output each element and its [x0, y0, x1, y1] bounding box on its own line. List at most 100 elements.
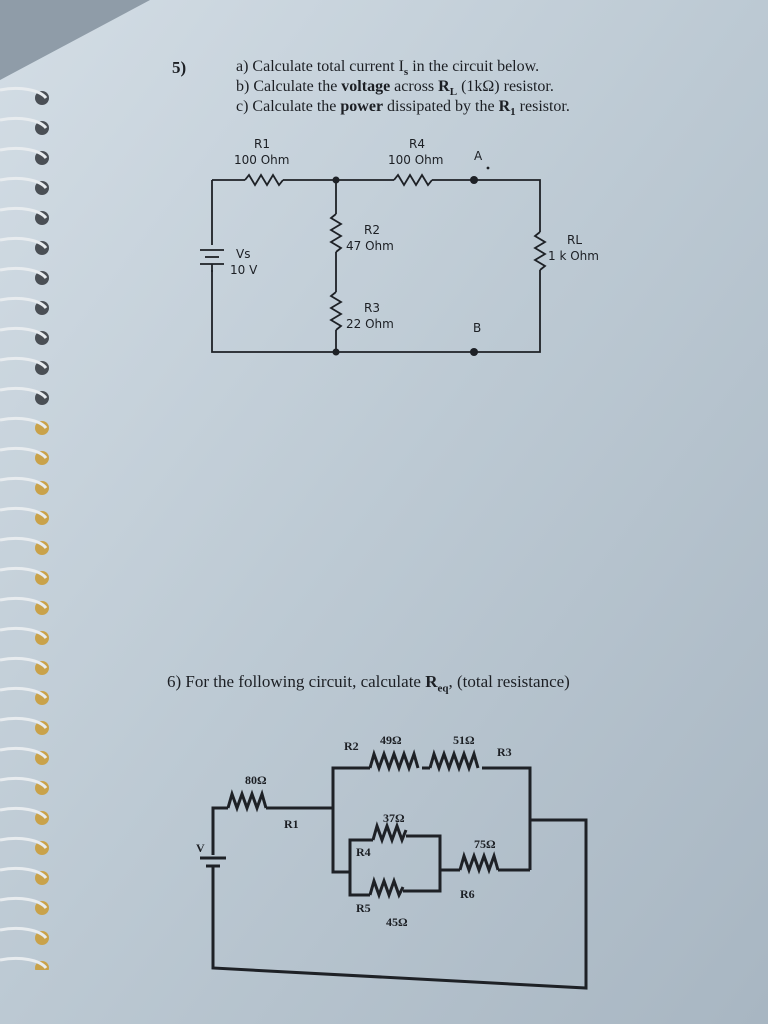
junction-dot-top [332, 176, 340, 184]
r5-resistor-6 [368, 876, 405, 900]
binding-hole [35, 901, 49, 915]
binding-hole [35, 511, 49, 525]
binding-hole [35, 421, 49, 435]
binding-coil [0, 686, 48, 700]
vs-value: 10 V [230, 263, 258, 277]
binding-hole [35, 811, 49, 825]
binding-coil [0, 206, 48, 220]
r5-value-6: 45Ω [386, 915, 408, 929]
binding-hole [35, 241, 49, 255]
binding-hole [35, 931, 49, 945]
binding-hole [35, 331, 49, 345]
binding-coil [0, 836, 48, 850]
problem-5-part-a: a) Calculate total current Is in the cir… [236, 58, 540, 79]
binding-hole [35, 721, 49, 735]
binding-hole [35, 361, 49, 375]
binding-hole [35, 301, 49, 315]
binding-coil [0, 866, 48, 880]
binding-coil [0, 626, 48, 640]
problem-6-statement: 6) For the following circuit, calculate … [167, 672, 570, 695]
binding-coil [0, 416, 48, 430]
binding-coil [0, 296, 48, 310]
binding-hole [35, 391, 49, 405]
spiral-binding [0, 86, 49, 970]
binding-coil [0, 536, 48, 550]
junction-dot-bottom [332, 348, 340, 356]
binding-coil [0, 956, 48, 970]
r3-resistor-6 [428, 749, 480, 773]
binding-hole [35, 661, 49, 675]
r6-label-6: R6 [460, 887, 475, 901]
binding-hole [35, 871, 49, 885]
r6-value-6: 75Ω [474, 837, 496, 851]
r3-resistor [329, 291, 343, 331]
binding-coil [0, 236, 48, 250]
binding-hole [35, 631, 49, 645]
node-a-label: A [474, 149, 483, 163]
binding-coil [0, 116, 48, 130]
r6-resistor-6 [458, 851, 500, 875]
binding-coil [0, 476, 48, 490]
r1-label-6: R1 [284, 817, 299, 831]
problem-5-number: 5) [172, 58, 187, 77]
binding-hole [35, 181, 49, 195]
r2-resistor [329, 213, 343, 253]
binding-hole [35, 541, 49, 555]
rl-name: RL [567, 233, 582, 247]
binding-coil [0, 566, 48, 580]
binding-hole [35, 211, 49, 225]
problem-5-part-c: c) Calculate the power dissipated by the… [236, 98, 570, 119]
node-b-dot [470, 348, 478, 356]
binding-hole [35, 481, 49, 495]
binding-coil [0, 386, 48, 400]
binding-hole [35, 781, 49, 795]
rl-value: 1 k Ohm [548, 249, 599, 263]
r2-value-6: 49Ω [380, 733, 402, 747]
r4-value-6: 37Ω [383, 811, 405, 825]
binding-hole [35, 91, 49, 105]
binding-coil [0, 776, 48, 790]
node-a-dot [470, 176, 478, 184]
binding-hole [35, 751, 49, 765]
binding-coil [0, 266, 48, 280]
r1-resistor-6 [226, 789, 268, 813]
r2-value: 47 Ohm [346, 239, 394, 253]
r4-name: R4 [409, 137, 425, 151]
r1-name: R1 [254, 137, 270, 151]
r2-resistor-6 [368, 749, 420, 773]
r4-value: 100 Ohm [388, 153, 443, 167]
binding-coil [0, 596, 48, 610]
vs-name: Vs [236, 247, 250, 261]
binding-coil [0, 446, 48, 460]
binding-hole [35, 601, 49, 615]
r1-value-6: 80Ω [245, 773, 267, 787]
binding-hole [35, 121, 49, 135]
binding-coil [0, 506, 48, 520]
node-b-label: B [473, 321, 481, 335]
r3-label-6: R3 [497, 745, 512, 759]
r3-value: 22 Ohm [346, 317, 394, 331]
binding-coil [0, 656, 48, 670]
binding-coil [0, 326, 48, 340]
binding-hole [35, 451, 49, 465]
r3-value-6: 51Ω [453, 733, 475, 747]
r5-label-6: R5 [356, 901, 371, 915]
binding-hole [35, 151, 49, 165]
r3-name: R3 [364, 301, 380, 315]
binding-hole [35, 271, 49, 285]
source-label-6: V [196, 841, 205, 855]
binding-coil [0, 806, 48, 820]
r4-resistor [393, 173, 433, 187]
r1-value: 100 Ohm [234, 153, 289, 167]
binding-coil [0, 716, 48, 730]
r4-label-6: R4 [356, 845, 371, 859]
binding-coil [0, 176, 48, 190]
r1-resistor [244, 173, 284, 187]
binding-hole [35, 571, 49, 585]
binding-coil [0, 146, 48, 160]
binding-coil [0, 356, 48, 370]
problem-5-part-b: b) Calculate the voltage across RL (1kΩ)… [236, 78, 554, 99]
